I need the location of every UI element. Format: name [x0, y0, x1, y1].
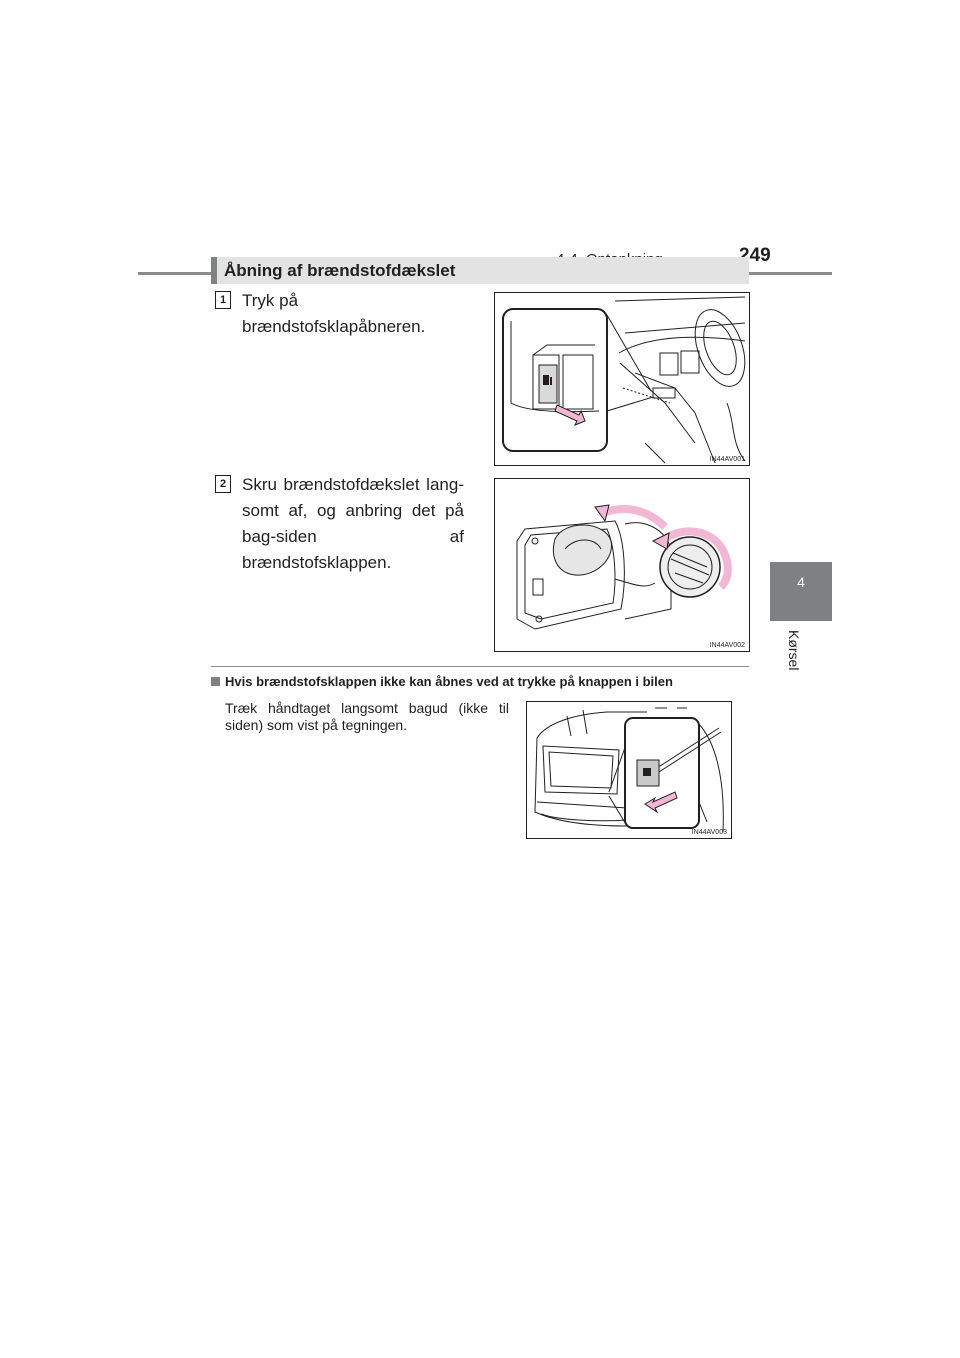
section-heading-bar [211, 257, 749, 284]
trunk-illustration [534, 707, 724, 833]
step-number-2: 2 [215, 475, 231, 493]
figure-code: IN44AV001 [709, 456, 745, 463]
figure-fuel-door-opener: IN44AV001 [494, 292, 750, 466]
chapter-number: 4 [797, 574, 805, 590]
figure-trunk-release-handle: IN44AV003 [526, 701, 732, 839]
note-body: Træk håndtaget langsomt bagud (ikke til … [225, 700, 509, 733]
step-number-1: 1 [215, 291, 231, 309]
section-heading-accent [211, 257, 217, 284]
section-rule [211, 666, 749, 667]
section-heading: Åbning af brændstofdækslet [224, 261, 456, 280]
dashboard-illustration [502, 296, 746, 464]
chapter-label: Kørsel [782, 630, 802, 682]
fuel-cap-illustration [516, 504, 732, 630]
note-marker-icon [211, 677, 220, 686]
chapter-tab [770, 562, 832, 621]
chapter-label-text: Kørsel [786, 630, 802, 671]
step-text-1: Tryk på brændstofsklapåbneren. [242, 291, 426, 336]
figure-code: IN44AV002 [709, 642, 745, 649]
step-text-2: Skru brændstofdækslet lang-somt af, og a… [242, 475, 464, 572]
figure-fuel-cap: IN44AV002 [494, 478, 750, 652]
figure-code: IN44AV003 [691, 829, 727, 836]
note-heading: Hvis brændstofsklappen ikke kan åbnes ve… [225, 674, 673, 689]
